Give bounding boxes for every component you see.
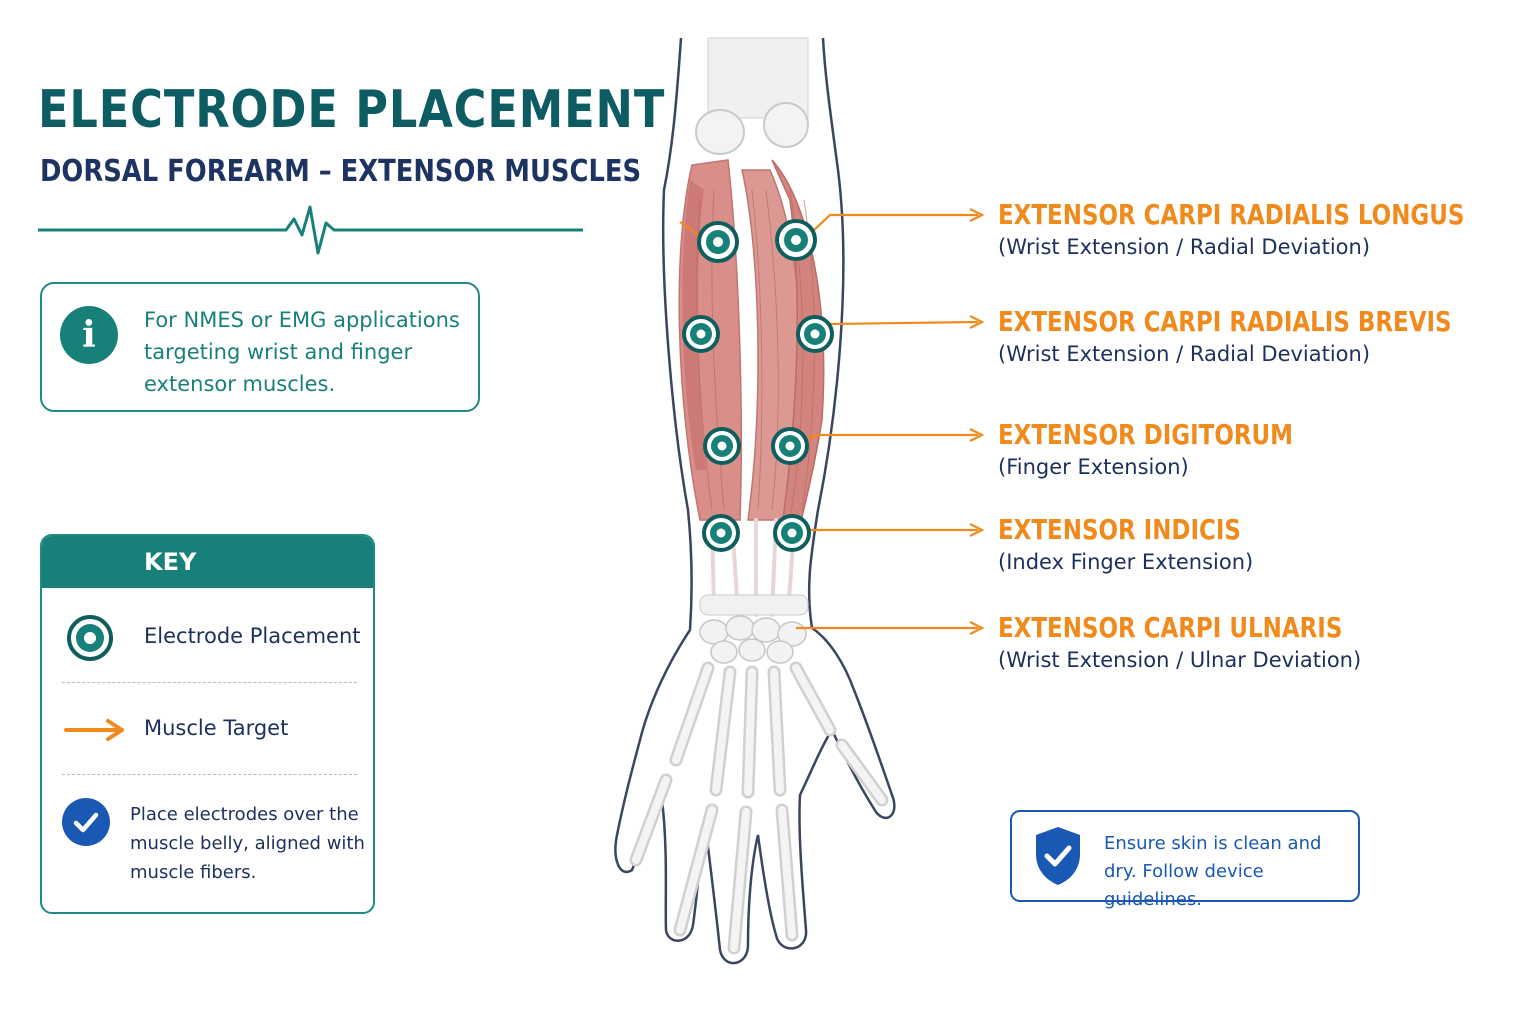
key-header: KEY	[42, 536, 373, 588]
muscle-function: (Wrist Extension / Ulnar Deviation)	[998, 648, 1362, 672]
key-divider	[62, 774, 357, 775]
electrode-icon	[67, 615, 113, 661]
electrode-icon	[702, 514, 740, 552]
electrode-icon	[775, 219, 817, 261]
info-text: For NMES or EMG applications targeting w…	[144, 308, 460, 396]
page-subtitle: DORSAL FOREARM – EXTENSOR MUSCLES	[40, 154, 642, 189]
muscle-name: EXTENSOR CARPI RADIALIS LONGUS	[998, 198, 1465, 231]
arm-outline	[614, 37, 896, 965]
key-divider	[62, 682, 357, 683]
safety-text: Ensure skin is clean and dry. Follow dev…	[1104, 833, 1322, 910]
pulse-line-icon	[38, 205, 583, 255]
electrode-icon	[703, 427, 741, 465]
check-icon	[62, 798, 110, 846]
muscle-name: EXTENSOR CARPI ULNARIS	[998, 611, 1343, 644]
electrode-markers	[682, 219, 834, 552]
shield-check-icon	[1036, 827, 1080, 885]
safety-card: Ensure skin is clean and dry. Follow dev…	[1010, 810, 1360, 910]
electrode-icon	[682, 315, 720, 353]
arrow-label: Muscle Target	[144, 716, 289, 740]
muscle-function: (Index Finger Extension)	[998, 550, 1254, 574]
page-title: ELECTRODE PLACEMENT	[38, 80, 666, 140]
arrow-right-icon	[64, 719, 124, 741]
electrode-icon	[771, 427, 809, 465]
electrode-icon	[796, 315, 834, 353]
electrode-icon	[697, 221, 739, 263]
info-icon: i	[60, 306, 118, 364]
electrode-icon	[773, 514, 811, 552]
muscle-name: EXTENSOR DIGITORUM	[998, 418, 1294, 451]
muscle-function: (Finger Extension)	[998, 455, 1189, 479]
muscle-function: (Wrist Extension / Radial Deviation)	[998, 235, 1371, 259]
key-card: KEY Electrode Placement Muscle Target Pl…	[40, 534, 375, 914]
pointer-lines	[679, 208, 985, 635]
key-note: Place electrodes over the muscle belly, …	[130, 804, 365, 883]
muscle-function: (Wrist Extension / Radial Deviation)	[998, 342, 1371, 366]
electrode-label: Electrode Placement	[144, 624, 361, 648]
muscle-name: EXTENSOR CARPI RADIALIS BREVIS	[998, 305, 1452, 338]
muscle-name: EXTENSOR INDICIS	[998, 513, 1241, 546]
info-card: i For NMES or EMG applications targeting…	[40, 282, 480, 412]
